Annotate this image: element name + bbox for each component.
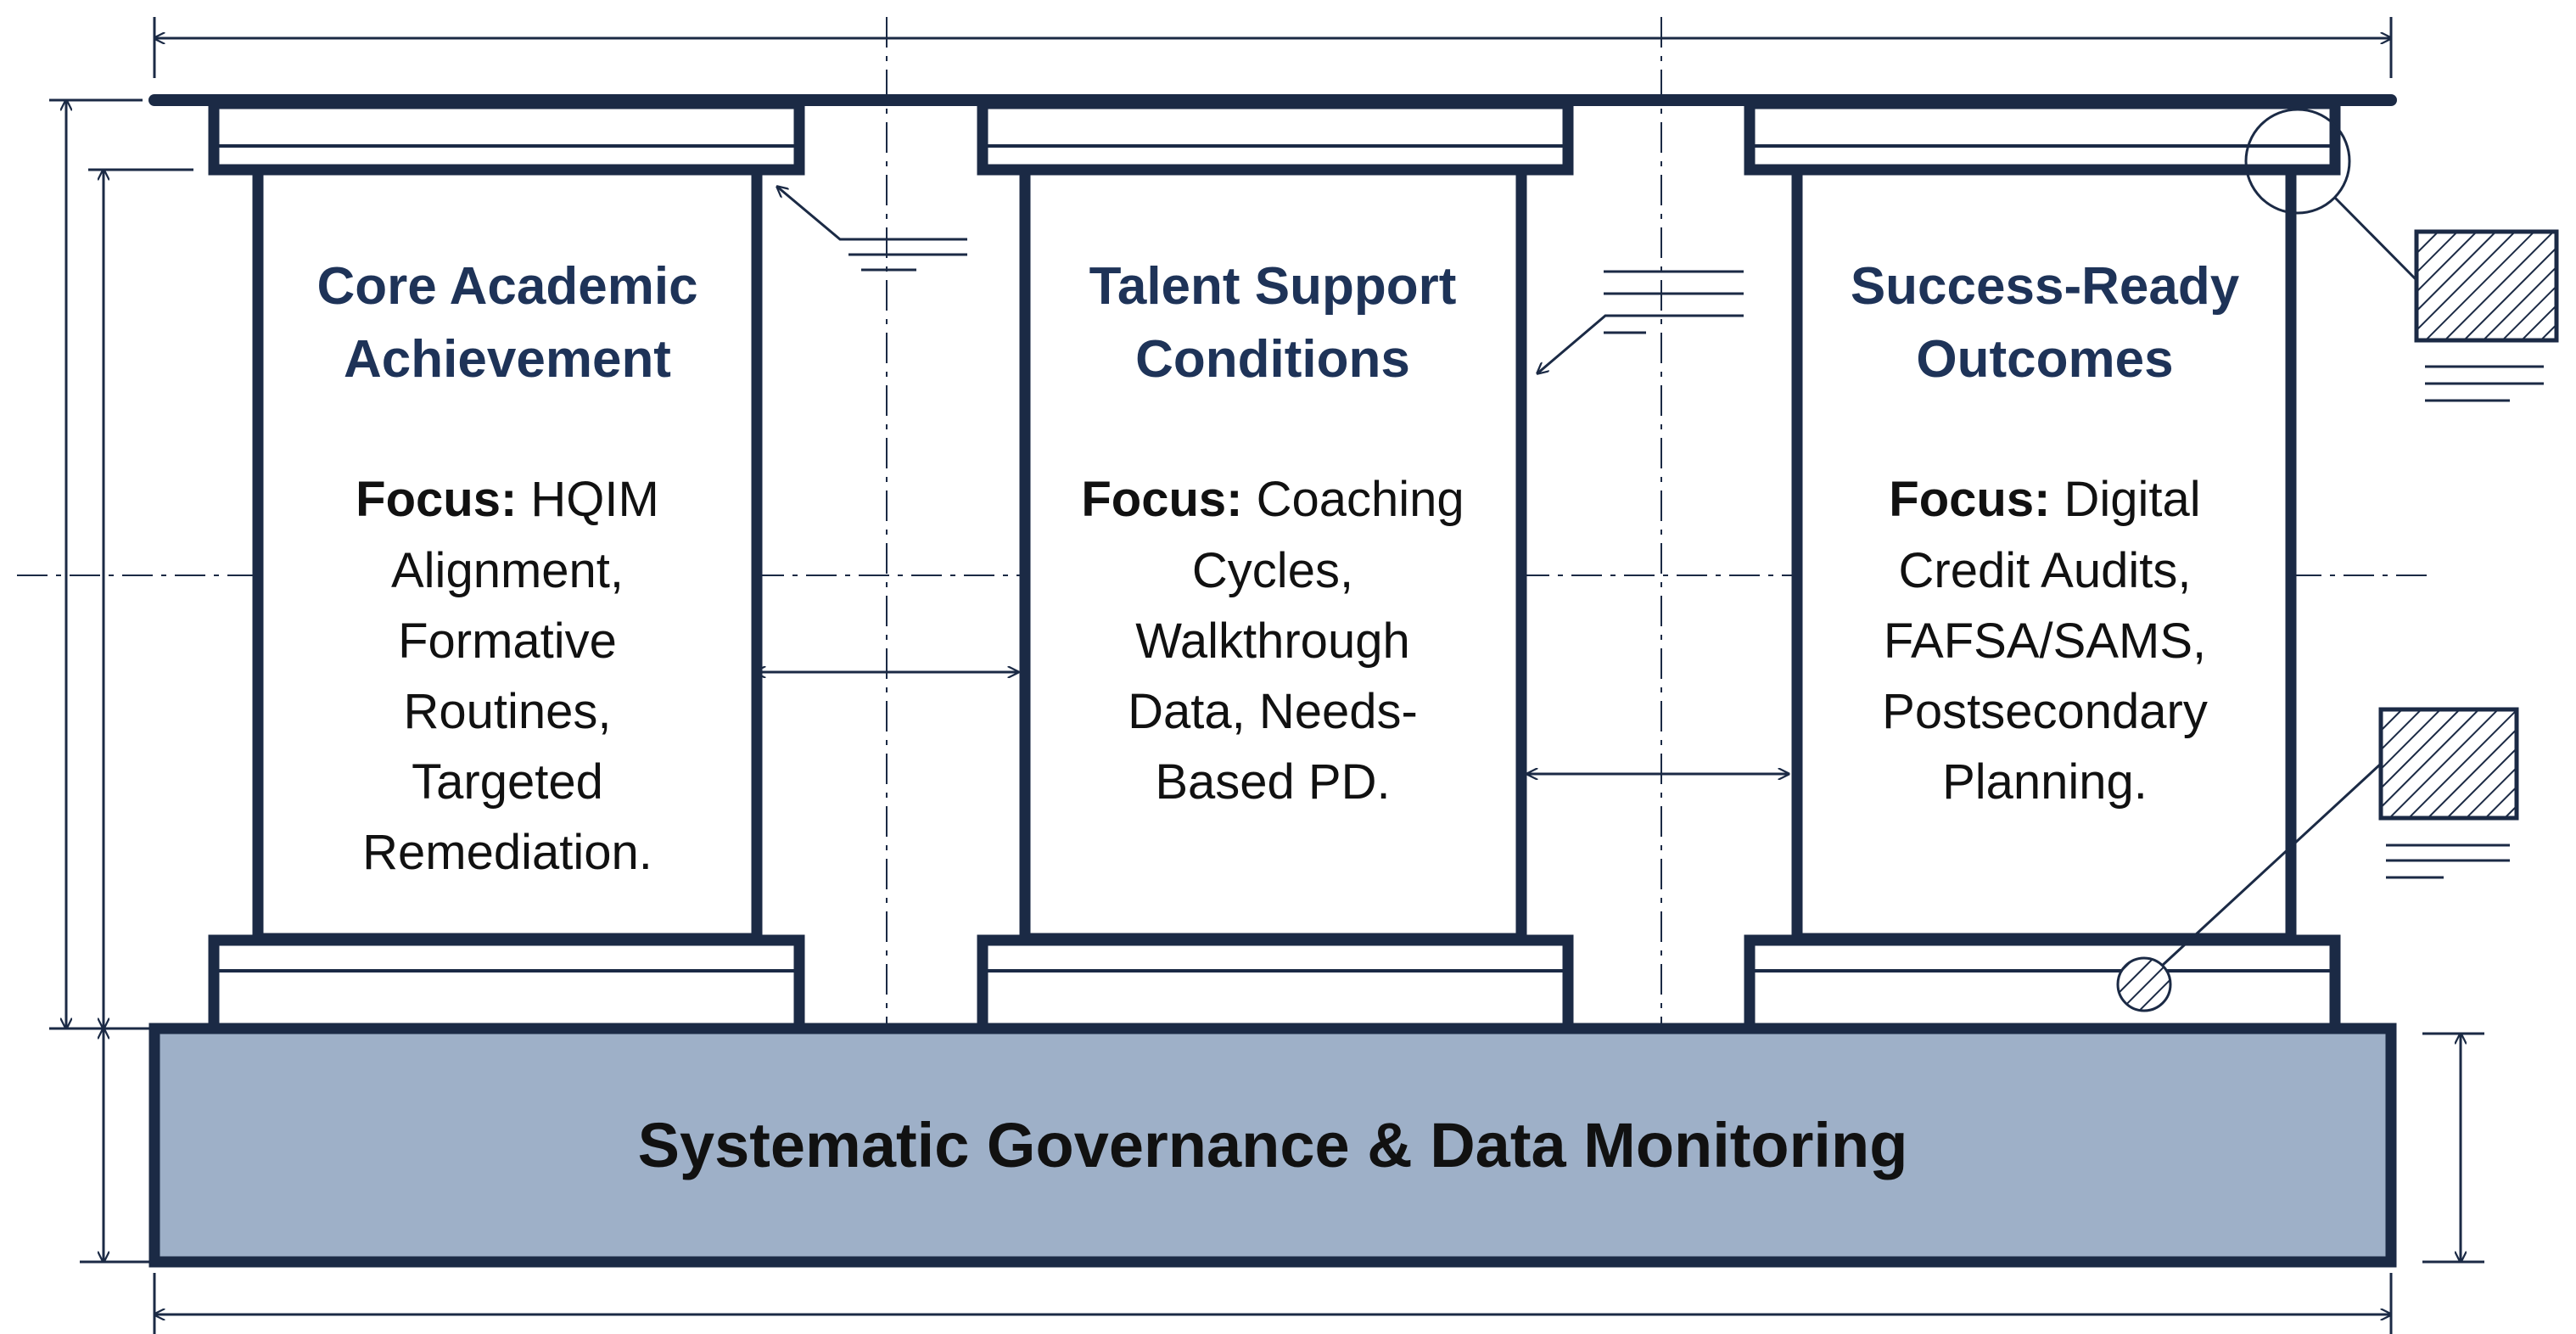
focus-label: Focus:	[1081, 472, 1242, 527]
pillar-focus-line: Data, Needs-	[1128, 684, 1418, 739]
foundation-slab	[148, 1023, 2397, 1268]
pillar-plinth	[1744, 934, 2341, 1034]
pillar-title-line: Success-Ready	[1851, 257, 2240, 316]
dimension-lines	[49, 17, 2484, 1334]
hatched-detail-box-top	[2414, 229, 2559, 343]
pillar-title-line: Talent Support	[1089, 257, 1457, 316]
pillar-capital	[977, 98, 1574, 176]
pillar-focus-first-line: Focus: HQIM	[356, 472, 659, 527]
leader-note-middle	[1537, 270, 1744, 373]
detail-callout-bottom	[2116, 707, 2519, 1012]
foundation-label: Systematic Governance & Data Monitoring	[638, 1110, 1908, 1180]
pillar-focus-line: Credit Audits,	[1899, 543, 2192, 598]
pillar-focus-first-line: Focus: Coaching	[1081, 472, 1464, 527]
pillar-focus-first-line: Focus: Digital	[1889, 472, 2200, 527]
leader-note-left	[777, 187, 967, 272]
pillar-focus-line: Postsecondary	[1882, 684, 2208, 739]
hatched-detail-box-bottom	[2378, 707, 2519, 821]
pillar-focus-line: Alignment,	[391, 543, 624, 598]
pillar-focus-line: Remediation.	[362, 825, 652, 880]
focus-label: Focus:	[356, 472, 517, 527]
focus-first-word: Coaching	[1242, 472, 1464, 527]
pillar-focus-line: FAFSA/SAMS,	[1884, 614, 2206, 669]
pillar-title-line: Core Academic	[316, 257, 697, 316]
detail-callout-top	[2244, 108, 2559, 402]
pillar-plinth	[208, 934, 805, 1034]
pillar-capital	[1744, 98, 2341, 176]
pillar-focus-line: Cycles,	[1192, 543, 1353, 598]
pillar-focus-line: Targeted	[412, 754, 603, 810]
pillar-title-line: Outcomes	[1916, 330, 2173, 389]
focus-first-word: Digital	[2050, 472, 2200, 527]
centerlines	[17, 17, 2427, 1027]
pillar-shaft	[1791, 164, 2297, 944]
pillar-plinth	[977, 934, 1574, 1034]
focus-label: Focus:	[1889, 472, 2050, 527]
pillar-focus-line: Based PD.	[1155, 754, 1390, 810]
pillar-focus-line: Formative	[398, 614, 617, 669]
pillar-focus-line: Walkthrough	[1135, 614, 1409, 669]
pillar-title-line: Achievement	[344, 330, 671, 389]
pillar-capital	[208, 98, 805, 176]
pillar-focus-line: Planning.	[1942, 754, 2148, 810]
pillar-title-line: Conditions	[1135, 330, 1410, 389]
foundation: Systematic Governance & Data Monitoring	[148, 1023, 2397, 1268]
pillar-focus-line: Routines,	[403, 684, 611, 739]
focus-first-word: HQIM	[517, 472, 659, 527]
